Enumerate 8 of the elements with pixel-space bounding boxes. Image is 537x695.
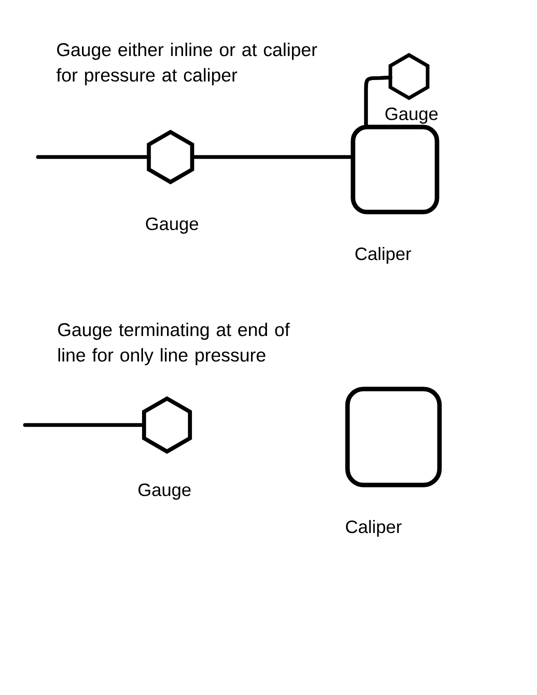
node-label: Gauge [146, 217, 198, 234]
node-label: Caliper [346, 520, 402, 537]
node-label: Gauge [138, 483, 191, 500]
note-text: Gauge either inline or at caliper for pressure at caliper [56, 42, 318, 86]
node-label: Caliper [356, 247, 412, 264]
connector-line [36, 155, 151, 159]
note-text: Gauge terminating at end of line for only line pressure [58, 322, 290, 366]
node-label: Gauge [385, 107, 438, 124]
